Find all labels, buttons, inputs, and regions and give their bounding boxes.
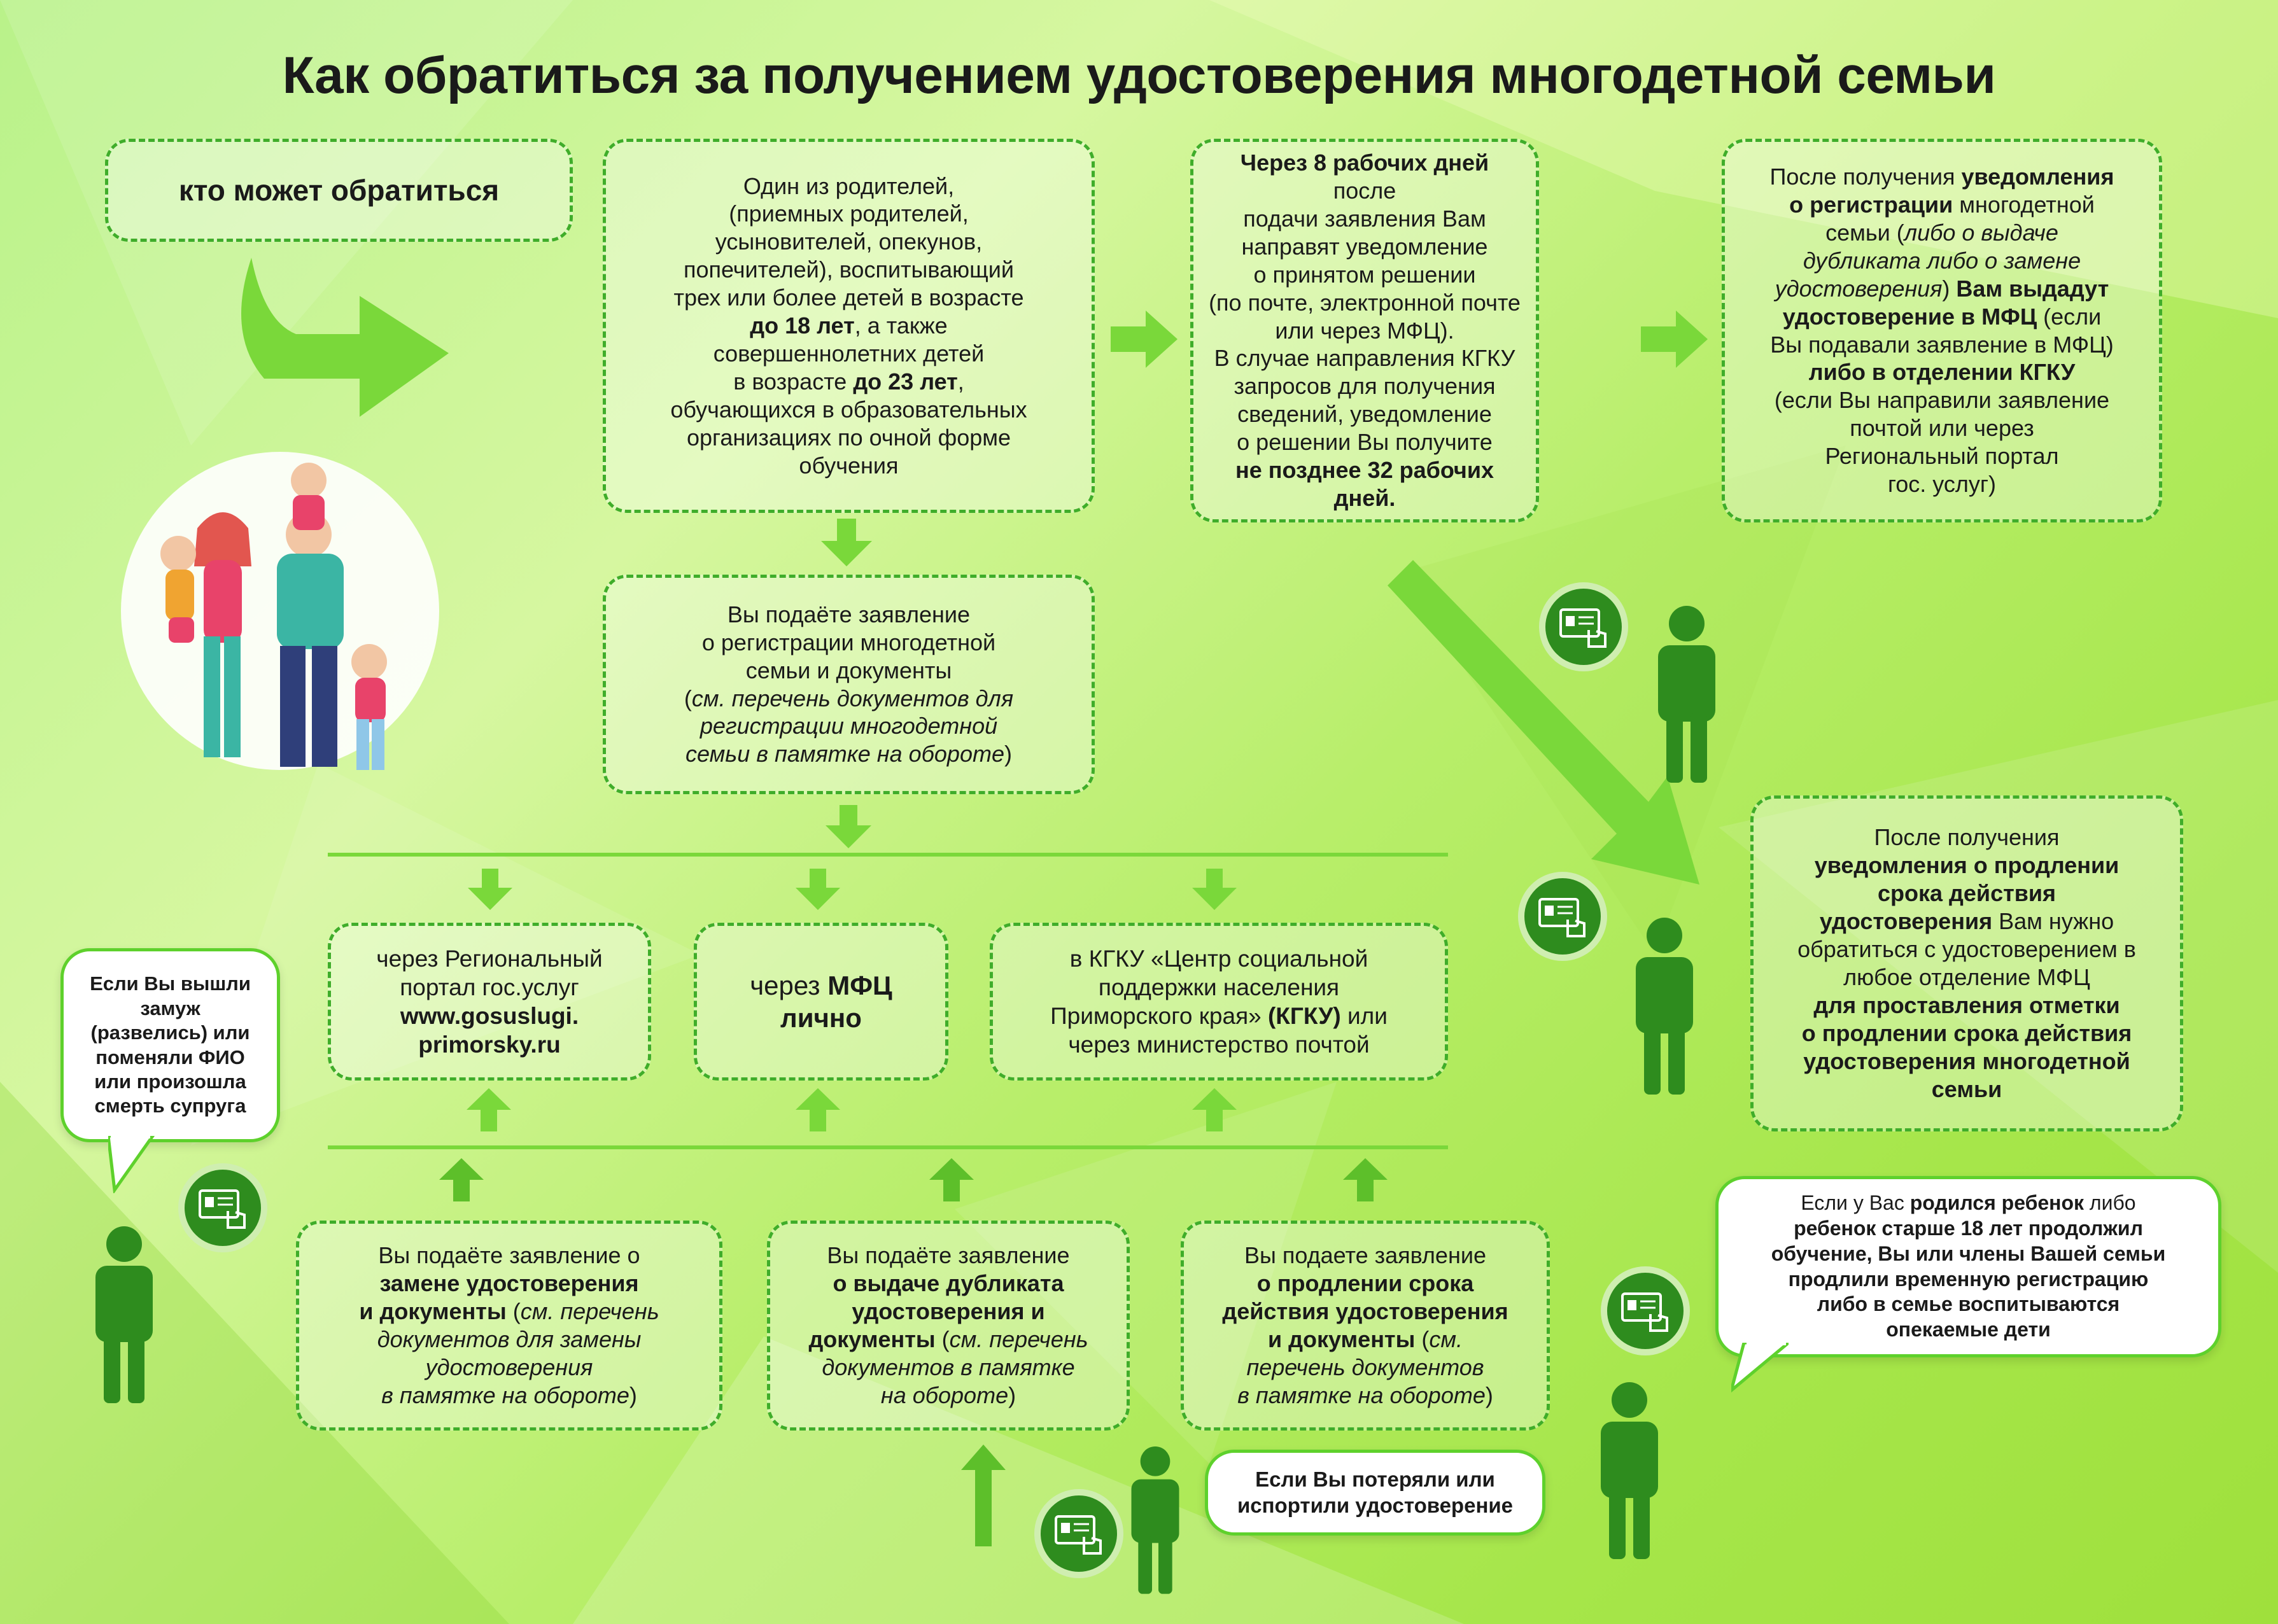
registration-application-box: Вы подаёте заявление о регистрации много… bbox=[603, 575, 1095, 794]
extend-application-box: Вы подаете заявление о продлении срока д… bbox=[1181, 1221, 1550, 1431]
who-can-apply-box: кто может обратиться bbox=[105, 139, 573, 242]
extension-notice-box: После получения уведомления о продлении … bbox=[1750, 795, 2183, 1131]
arrow-right-icon bbox=[1111, 311, 1178, 368]
child-born-bubble: Если у Вас родился ребенок либо ребенок … bbox=[1715, 1176, 2221, 1357]
arrow-up-icon bbox=[1343, 1158, 1388, 1201]
married-bubble: Если Вы вышли замуж (развелись) или поме… bbox=[60, 948, 280, 1142]
certificate-issue-box: После получения уведомления о регистраци… bbox=[1722, 139, 2162, 522]
curved-arrow-icon bbox=[241, 258, 449, 417]
who-can-apply-label: кто может обратиться bbox=[178, 173, 500, 207]
id-card-icon bbox=[1621, 1292, 1668, 1332]
id-card-icon bbox=[199, 1189, 246, 1229]
person-icon bbox=[1636, 918, 1693, 1095]
arrow-up-icon bbox=[929, 1158, 974, 1201]
page-title: Как обратиться за получением удостоверен… bbox=[282, 46, 1996, 104]
divider-top bbox=[328, 853, 1448, 857]
replace-application-box: Вы подаёте заявление о замене удостовере… bbox=[296, 1221, 722, 1431]
arrow-up-icon bbox=[439, 1158, 484, 1201]
arrow-down-icon bbox=[1192, 869, 1237, 910]
arrow-up-icon bbox=[1192, 1088, 1237, 1131]
arrow-right-icon bbox=[1641, 311, 1708, 368]
arrow-up-icon bbox=[796, 1088, 840, 1131]
arrow-up-icon bbox=[961, 1445, 1006, 1546]
document-badge bbox=[1518, 872, 1607, 961]
person-icon bbox=[1601, 1382, 1658, 1559]
document-badge bbox=[178, 1163, 267, 1252]
channel-kgku-box: в КГКУ «Центр социальной поддержки насел… bbox=[990, 923, 1448, 1081]
arrow-down-icon bbox=[826, 805, 871, 848]
document-badge bbox=[1034, 1489, 1123, 1578]
person-icon bbox=[1131, 1446, 1179, 1594]
duplicate-application-box: Вы подаёте заявление о выдаче дубликата … bbox=[767, 1221, 1130, 1431]
id-card-icon bbox=[1538, 898, 1585, 937]
arrow-up-icon bbox=[467, 1088, 511, 1131]
bubble-tail bbox=[1731, 1343, 1789, 1393]
person-icon bbox=[1658, 606, 1715, 783]
arrow-down-icon bbox=[796, 869, 840, 910]
channel-portal-box: через Региональный портал гос.услуг www.… bbox=[328, 923, 651, 1081]
arrow-down-icon bbox=[821, 519, 872, 566]
eligibility-box: Один из родителей, (приемных родителей, … bbox=[603, 139, 1095, 513]
arrow-down-icon bbox=[468, 869, 512, 910]
person-icon bbox=[95, 1226, 153, 1403]
diagonal-arrow-icon bbox=[1388, 560, 1699, 885]
channel-mfc-box: через МФЦ лично bbox=[694, 923, 948, 1081]
decision-notice-box: Через 8 рабочих дней после подачи заявле… bbox=[1190, 139, 1539, 522]
lost-certificate-bubble: Если Вы потеряли или испортили удостовер… bbox=[1205, 1450, 1545, 1536]
bubble-tail bbox=[108, 1136, 155, 1193]
id-card-icon bbox=[1559, 608, 1607, 648]
document-badge bbox=[1539, 582, 1628, 671]
family-illustration bbox=[160, 463, 387, 770]
divider-bottom bbox=[328, 1145, 1448, 1149]
document-badge bbox=[1601, 1266, 1690, 1355]
id-card-icon bbox=[1055, 1515, 1102, 1555]
